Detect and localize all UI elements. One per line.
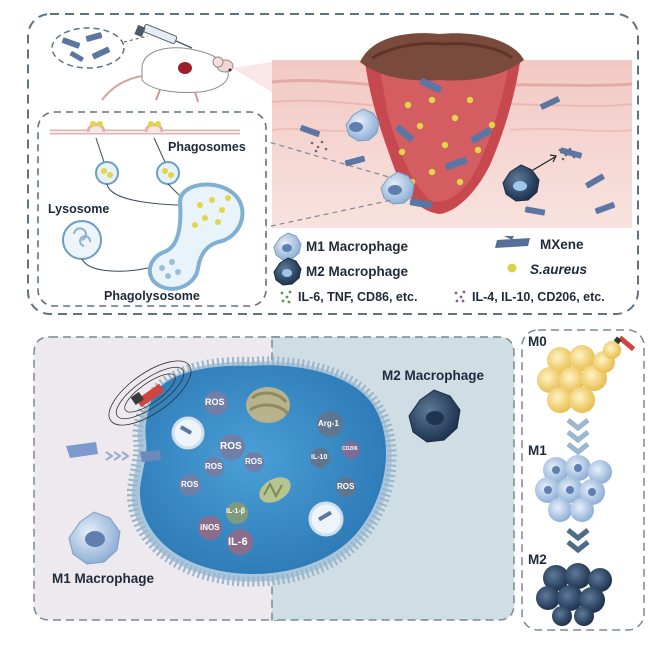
il6-label: IL-6 [228,536,248,548]
phagolysosome-label: Phagolysosome [104,289,200,303]
lysosome-inset [63,221,101,259]
legend-m1-label: M1 Macrophage [306,239,408,254]
mxene-ellipse [52,28,124,68]
legend-m2-label: M2 Macrophage [306,264,408,279]
phagosome-2 [157,162,179,184]
m0-label: M0 [528,334,547,349]
lysosome-in-cell [173,418,203,448]
legend-saureus-label: S.aureus [530,262,587,277]
ros-label-6: ROS [337,482,354,491]
ros-label-5: ROS [181,480,198,489]
phagosome-1 [96,162,118,184]
arg1-label: Arg-1 [318,419,339,428]
m2-panel-label: M2 Macrophage [382,368,484,383]
il1b-label: IL-1-β [226,508,245,515]
legend-m1-markers-label: IL-6, TNF, CD86, etc. [298,290,417,304]
phagosomes-label: Phagosomes [168,140,246,154]
m1-side-label: M1 [528,443,547,458]
cd206-label: CD206 [342,446,358,452]
legend-saureus-icon [508,264,517,273]
legend-m2-markers-label: IL-4, IL-10, CD206, etc. [472,290,605,304]
inos-label: iNOS [200,523,220,532]
m2-side-label: M2 [528,552,547,567]
ros-label-2: ROS [220,441,242,452]
ros-label-1: ROS [205,397,225,407]
endoplasmic-reticulum [246,387,290,423]
lysosome-label: Lysosome [48,202,109,216]
ros-label-3: ROS [205,462,222,471]
il10-label: IL-10 [311,454,327,461]
ros-label-4: ROS [245,457,262,466]
legend-mxene-label: MXene [540,237,584,252]
lysosome-in-cell-2 [310,503,342,535]
m1-panel-label: M1 Macrophage [52,571,154,586]
skin-wound-illustration [272,33,632,228]
